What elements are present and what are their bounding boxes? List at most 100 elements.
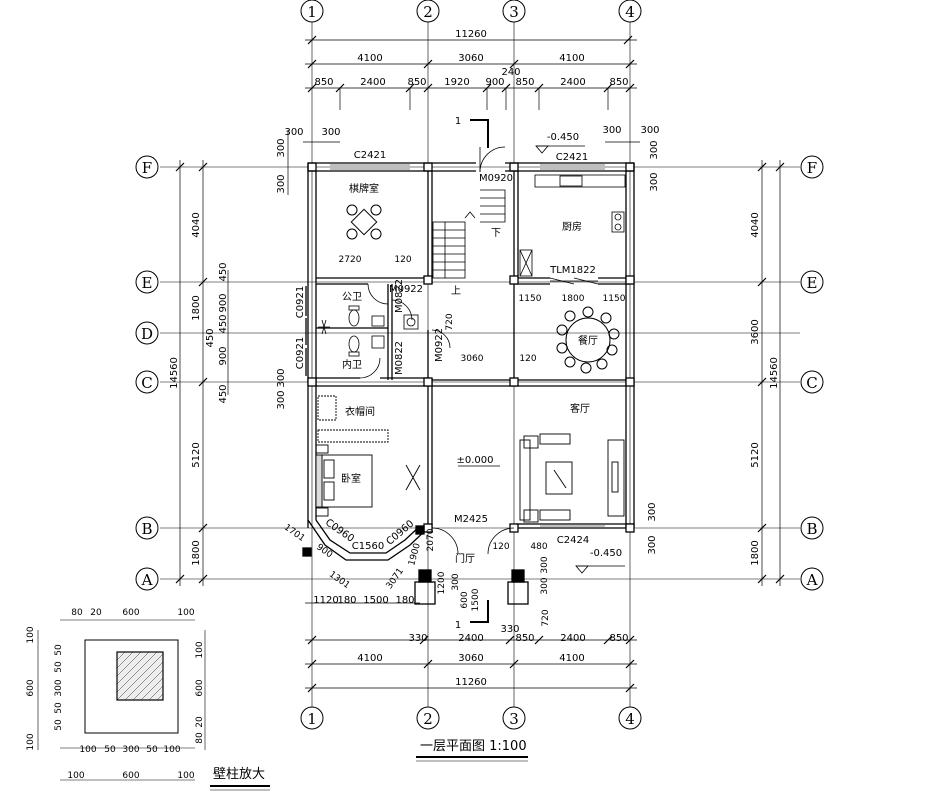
axis-label-E-right: E: [807, 274, 818, 292]
axis-label-3-bottom: 3: [509, 710, 519, 728]
pilaster-detail: 80 20 600 100 100 50 50 600 300 50 50 10…: [26, 608, 270, 791]
dim-inner-2720: 2720: [339, 255, 362, 265]
label-m0922-a: M0922: [389, 284, 423, 295]
detail-left-4: 600: [26, 679, 36, 696]
dim-left-seg-2: 1800: [191, 295, 202, 320]
room-chess: 棋牌室: [349, 182, 379, 195]
drawing-title: 一层平面图 1:100: [420, 739, 527, 754]
sofa-icon: [519, 433, 625, 523]
dim-pier-left-c: 300: [276, 368, 287, 387]
dim-bottom-detail-2: 2400: [458, 633, 483, 644]
dim-inner-300b: 300: [540, 577, 550, 594]
dim-left-seg-4: 5120: [191, 442, 202, 467]
label-elev-floor: ±0.000: [456, 455, 493, 466]
axis-label-D-left: D: [141, 325, 153, 343]
top-dimension-lines: [303, 39, 640, 143]
dim-left-inner-1: 450: [218, 262, 229, 281]
chess-table-icon: [346, 204, 382, 240]
axis-label-2-bottom: 2: [423, 710, 433, 728]
dim-inner-480: 480: [530, 542, 547, 552]
axis-label-4-top: 4: [625, 3, 635, 21]
detail-bottom-3: 300: [122, 745, 139, 755]
dim-bottom-mid-3: 4100: [559, 653, 584, 664]
dim-left-total: 14560: [169, 357, 180, 389]
label-m0822-b: M0822: [394, 341, 405, 375]
label-m0822-a: M0822: [394, 279, 405, 313]
dim-pier-right-2: 300: [649, 172, 660, 191]
section-marker: [470, 119, 489, 623]
right-dimension-ticks: [757, 162, 785, 584]
detail-right-4: 20: [195, 716, 205, 728]
label-c1560: C1560: [352, 541, 384, 552]
detail-bottom-1: 100: [79, 745, 96, 755]
windows: [330, 164, 605, 527]
detail-bottom-total-2: 600: [122, 771, 139, 781]
detail-top-4: 100: [177, 608, 194, 618]
dim-inner-1701: 1701: [282, 523, 306, 544]
dim-left-inner-5: 900: [218, 346, 229, 365]
room-kitchen: 厨房: [562, 220, 582, 233]
detail-right-1: 100: [195, 641, 205, 658]
axis-label-B-left: B: [141, 520, 152, 538]
dim-left-inner-6: 450: [218, 384, 229, 403]
label-down: 下: [491, 228, 501, 239]
label-c2421-left: C2421: [354, 150, 386, 161]
staircase: [432, 146, 506, 279]
label-m0922-b: M0922: [434, 328, 445, 362]
left-dimension-ticks: [175, 162, 208, 584]
dim-inner-300c: 300: [451, 573, 461, 590]
label-elev-bottom: -0.450: [590, 548, 622, 559]
dim-pier-top-right-1: 300: [602, 125, 621, 136]
dim-pier-left-c2: 300: [276, 390, 287, 409]
dim-top-detail-2: 2400: [360, 77, 385, 88]
dining-table-icon: [556, 306, 620, 374]
dim-top-detail-7: 2400: [560, 77, 585, 88]
label-up: 上: [451, 285, 461, 297]
axis-label-A-right: A: [806, 571, 818, 589]
dim-top-mid-1: 4100: [357, 53, 382, 64]
dim-inner-720a: 720: [445, 313, 455, 330]
detail-bottom-total-3: 100: [177, 771, 194, 781]
dim-left-inner-3: 450: [218, 314, 229, 333]
axis-label-1-bottom: 1: [307, 710, 317, 728]
wc-fixtures-icon: [318, 305, 419, 357]
dim-pier-top-left-1: 300: [284, 127, 303, 138]
room-living: 客厅: [570, 402, 590, 415]
dim-inner-1150b: 1150: [603, 294, 626, 304]
dim-pier-left-2: 300: [276, 174, 287, 193]
detail-title: 壁柱放大: [213, 767, 265, 782]
detail-bottom-2: 50: [104, 745, 116, 755]
dim-bottom-detail-4: 850: [515, 633, 534, 644]
label-c0921-a: C0921: [295, 286, 306, 318]
elevation-markers: [458, 145, 625, 574]
dim-inner-1301: 1301: [327, 570, 351, 591]
dim-bottom-total: 11260: [455, 677, 487, 688]
detail-bottom-5: 100: [163, 745, 180, 755]
room-bedroom: 卧室: [341, 472, 361, 485]
room-private-wc: 内卫: [342, 358, 362, 371]
detail-left-6: 50: [54, 702, 64, 714]
dim-pier-right-b1: 300: [647, 502, 658, 521]
dim-inner-120b: 120: [519, 354, 536, 364]
dim-right-seg-2: 3600: [750, 319, 761, 344]
dim-right-total: 14560: [769, 357, 780, 389]
dim-top-detail-6: 850: [515, 77, 534, 88]
dim-pier-right-b2: 300: [647, 535, 658, 554]
axis-bubbles: [135, 0, 824, 730]
dim-inner-1200: 1200: [437, 571, 447, 594]
axis-label-C-right: C: [806, 374, 817, 392]
dim-inner-300a: 300: [540, 556, 550, 573]
room-dining: 餐厅: [578, 334, 598, 347]
detail-left-7: 50: [54, 719, 64, 731]
axis-label-E-left: E: [142, 274, 153, 292]
dim-top-detail-3: 850: [407, 77, 426, 88]
kitchen-counter-icon: [519, 174, 626, 277]
axis-label-F-right: F: [807, 159, 817, 177]
dim-bottom-mid-1: 4100: [357, 653, 382, 664]
dim-bottom-upper-3: 1500: [363, 595, 388, 606]
dim-left-seg-5: 1800: [191, 540, 202, 565]
top-dimension-ticks: [307, 35, 635, 93]
dim-left-inner-4: 450: [205, 328, 216, 347]
dim-left-inner-2: 900: [218, 293, 229, 312]
detail-left-3: 50: [54, 661, 64, 673]
